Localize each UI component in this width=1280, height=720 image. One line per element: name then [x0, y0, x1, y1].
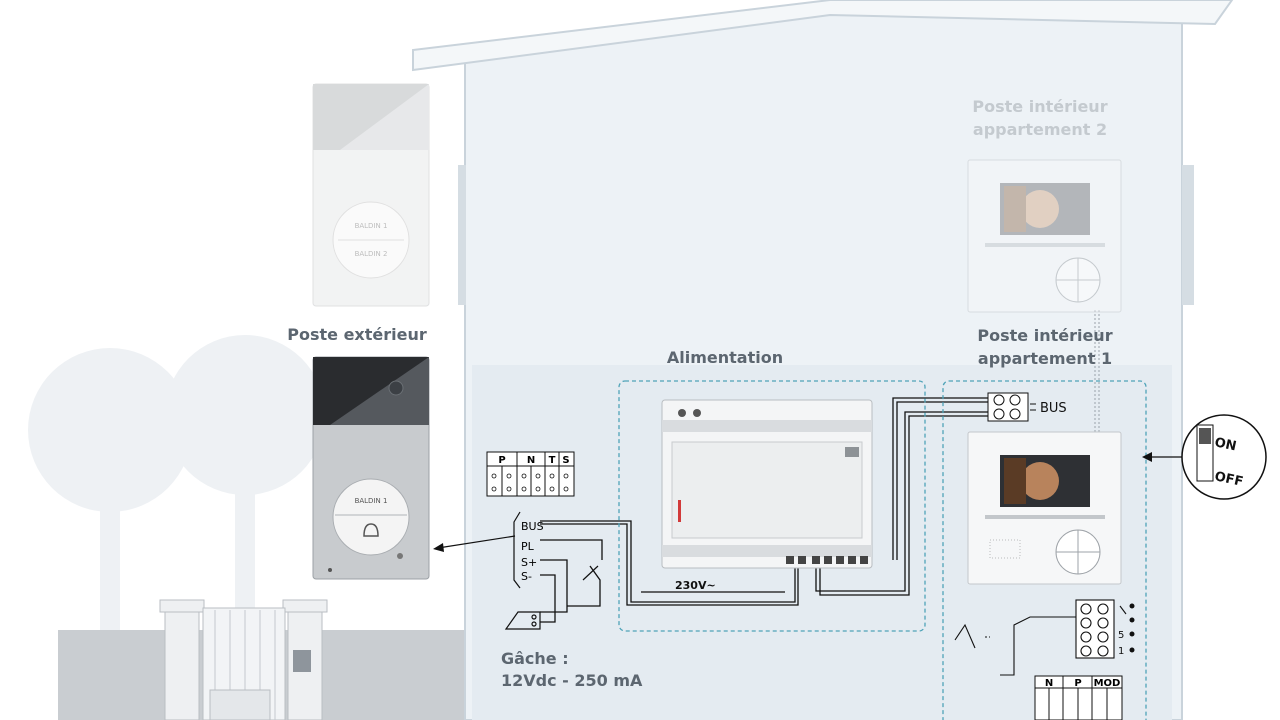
- strike-label-line1: Gâche :: [501, 649, 569, 668]
- upper-button-2-text: BALDIN 2: [355, 250, 388, 258]
- side-pin-1: 1: [1118, 646, 1124, 657]
- outdoor-station-label: Poste extérieur: [287, 325, 427, 344]
- outdoor-terminal-strip: P N T S: [486, 451, 575, 497]
- side-pin-5: 5: [1118, 630, 1124, 641]
- outdoor-pin-n: N: [527, 455, 535, 466]
- indoor-pin-p: P: [1074, 678, 1081, 689]
- indoor-terminal-strip: N P MOD: [1034, 675, 1123, 720]
- doorbell-pushbutton-wiring: [954, 599, 1127, 676]
- bus-terminal-label: BUS: [1040, 401, 1067, 416]
- wire-pin-s-plus: S+: [521, 556, 537, 569]
- on-off-switch-callout: ON OFF: [1142, 414, 1267, 500]
- indoor-station-1-frame: [942, 380, 1147, 720]
- garden-wall: [58, 599, 468, 720]
- outdoor-station-faded: BALDIN 1 BALDIN 2: [312, 83, 430, 307]
- bus-terminal-block: [987, 392, 1036, 422]
- power-supply-frame: [618, 380, 926, 632]
- strike-lock-icon: [504, 565, 599, 630]
- outdoor-wiring-connector: BUS PL S+ S-: [513, 511, 544, 589]
- side-terminal-dots: [1129, 603, 1135, 653]
- wires: [540, 397, 990, 623]
- power-supply-label: Alimentation: [666, 348, 784, 367]
- upper-button-1-text: BALDIN 1: [355, 222, 388, 230]
- outdoor-station: BALDIN 1: [312, 356, 430, 580]
- outdoor-pin-s: S: [562, 455, 569, 466]
- indoor-station-2-label-line1: Poste intérieur: [972, 97, 1108, 116]
- outdoor-arrow-line: [437, 535, 516, 549]
- switch-on-label: ON: [1213, 435, 1238, 454]
- power-supply-unit: [661, 399, 873, 569]
- mains-voltage-label: 230V~: [675, 579, 716, 592]
- indoor-pin-n: N: [1045, 678, 1053, 689]
- indoor-station-2-label-line2: appartement 2: [972, 120, 1108, 139]
- wire-pin-bus: BUS: [521, 520, 544, 533]
- outdoor-pin-p: P: [498, 455, 505, 466]
- switch-off-label: OFF: [1213, 469, 1244, 490]
- background-trees: [28, 335, 325, 630]
- indoor-station-1-label-line1: Poste intérieur: [977, 326, 1113, 345]
- outdoor-arrow-head: [433, 543, 444, 552]
- indoor-station-2: [967, 159, 1122, 313]
- indoor-link-dotted: [1094, 310, 1100, 432]
- indoor-station-1-label-line2: appartement 1: [977, 349, 1113, 368]
- strike-label-line2: 12Vdc - 250 mA: [501, 671, 643, 690]
- wire-pin-s-minus: S-: [521, 570, 532, 583]
- indoor-station-1: [967, 431, 1122, 585]
- indoor-pin-mod: MOD: [1094, 678, 1121, 689]
- outdoor-button-text: BALDIN 1: [355, 497, 388, 505]
- wire-pin-pl: PL: [521, 540, 535, 553]
- bell-icon: [363, 523, 379, 537]
- outdoor-pin-t: T: [549, 455, 556, 466]
